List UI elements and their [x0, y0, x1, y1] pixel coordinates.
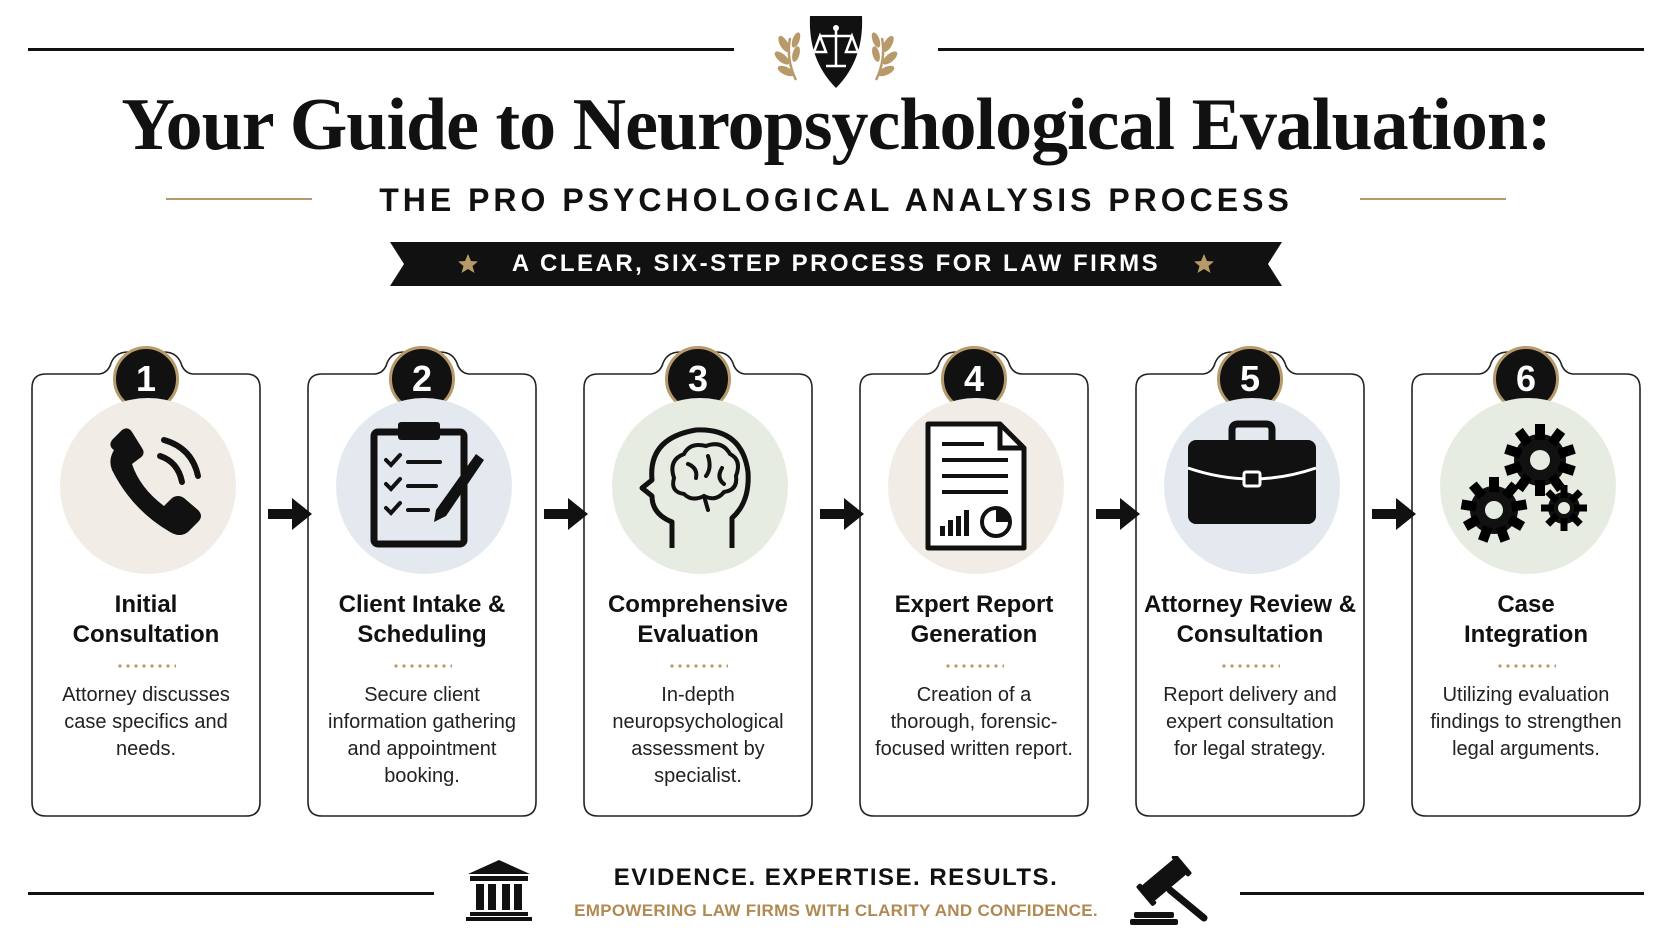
dotted-divider	[1496, 664, 1556, 668]
step-desc-line: expert consultation	[1166, 711, 1334, 733]
subtitle-rule-right	[1360, 198, 1506, 200]
footer-subline: EMPOWERING LAW FIRMS WITH CLARITY AND CO…	[574, 901, 1098, 920]
dotted-divider	[944, 664, 1004, 668]
step-title: Case Integration	[1414, 590, 1638, 650]
step-description: Attorney discusses case specifics and ne…	[38, 682, 254, 763]
step-title-line: Generation	[910, 621, 1038, 648]
step-desc-line: and appointment	[347, 738, 497, 760]
arrow-right-icon	[542, 496, 590, 537]
step-desc-line: specialist.	[654, 765, 742, 787]
step-title-line: Client Intake &	[338, 591, 506, 618]
step-desc-line: focused written report.	[875, 738, 1073, 760]
star-icon	[458, 254, 1214, 273]
step-icon-circle	[1440, 398, 1616, 574]
step-card: 4 Expert Report Generation Creation of a…	[856, 346, 1092, 818]
step-desc-line: In-depth	[661, 684, 735, 706]
step-title-line: Attorney Review &	[1143, 591, 1357, 618]
report-document-icon	[888, 398, 1064, 574]
step-description: Secure client information gathering and …	[314, 682, 530, 790]
step-title: Initial Consultation	[34, 590, 258, 650]
arrow-right-icon	[818, 496, 866, 537]
top-rule-right	[938, 48, 1644, 51]
step-title-line: Consultation	[1176, 621, 1324, 648]
phone-icon	[60, 398, 236, 574]
bottom-rule-left	[28, 892, 434, 895]
step-card: 5 Attorney Review & Consultation Report …	[1132, 346, 1368, 818]
step-description: Utilizing evaluation findings to strengt…	[1418, 682, 1634, 763]
brain-head-icon	[612, 398, 788, 574]
banner-text: A CLEAR, SIX-STEP PROCESS FOR LAW FIRMS	[511, 250, 1161, 277]
step-card: 6 Case Integration Utilizing evaluation …	[1408, 346, 1644, 818]
arrow-right-icon	[266, 496, 314, 537]
step-desc-line: booking.	[384, 765, 460, 787]
step-icon-circle	[60, 398, 236, 574]
step-icon-circle	[612, 398, 788, 574]
step-title: Comprehensive Evaluation	[586, 590, 810, 650]
step-desc-line: Utilizing evaluation	[1442, 684, 1610, 706]
top-rule-left	[28, 48, 734, 51]
page-subtitle: THE PRO PSYCHOLOGICAL ANALYSIS PROCESS	[379, 182, 1293, 218]
step-title-line: Comprehensive	[607, 591, 789, 618]
step-title-line: Case	[1497, 591, 1555, 618]
dotted-divider	[392, 664, 452, 668]
footer-tagline: EVIDENCE. EXPERTISE. RESULTS.	[613, 864, 1059, 891]
step-desc-line: Creation of a	[916, 684, 1032, 706]
step-desc-line: Report delivery and	[1163, 684, 1337, 706]
step-desc-line: case specifics and	[64, 711, 228, 733]
clipboard-checklist-icon	[336, 398, 512, 574]
subtitle-rule-left	[166, 198, 312, 200]
step-desc-line: assessment by	[631, 738, 765, 760]
arrow-right-icon	[1094, 496, 1142, 537]
step-icon-circle	[1164, 398, 1340, 574]
dotted-divider	[1220, 664, 1280, 668]
step-desc-line: needs.	[115, 738, 177, 760]
gavel-icon	[1130, 854, 1210, 926]
step-card: 2 Client Intake & Scheduling Secure clie…	[304, 346, 540, 818]
step-title: Client Intake & Scheduling	[310, 590, 534, 650]
step-title-line: Evaluation	[637, 621, 759, 648]
step-title-line: Initial	[114, 591, 178, 618]
laurel-left-icon	[774, 16, 898, 88]
step-description: Creation of a thorough, forensic- focuse…	[866, 682, 1082, 763]
step-card: 1 Initial Consultation Attorney discusse…	[28, 346, 264, 818]
step-icon-circle	[336, 398, 512, 574]
step-desc-line: Secure client	[364, 684, 480, 706]
step-card: 3 Comprehensive Evaluation In-depth neur…	[580, 346, 816, 818]
step-desc-line: findings to strengthen	[1430, 711, 1622, 733]
gears-icon	[1440, 398, 1616, 574]
crest	[756, 8, 916, 92]
step-title-line: Scheduling	[357, 621, 487, 648]
dotted-divider	[116, 664, 176, 668]
step-desc-line: neuropsychological	[612, 711, 784, 733]
step-desc-line: legal arguments.	[1452, 738, 1600, 760]
step-description: Report delivery and expert consultation …	[1142, 682, 1358, 763]
step-title: Attorney Review & Consultation	[1138, 590, 1362, 650]
step-desc-line: information gathering	[328, 711, 516, 733]
step-title-line: Expert Report	[894, 591, 1054, 618]
briefcase-icon	[1164, 398, 1340, 574]
step-desc-line: Attorney discusses	[62, 684, 230, 706]
arrow-right-icon	[1370, 496, 1418, 537]
step-desc-line: thorough, forensic-	[890, 711, 1058, 733]
step-title-line: Integration	[1464, 621, 1588, 648]
page-title: Your Guide to Neuropsychological Evaluat…	[121, 84, 1551, 166]
step-description: In-depth neuropsychological assessment b…	[590, 682, 806, 790]
step-icon-circle	[888, 398, 1064, 574]
courthouse-icon	[466, 858, 532, 922]
step-title-line: Consultation	[72, 621, 220, 648]
step-desc-line: for legal strategy.	[1174, 738, 1326, 760]
dotted-divider	[668, 664, 728, 668]
step-title: Expert Report Generation	[862, 590, 1086, 650]
bottom-rule-right	[1240, 892, 1644, 895]
process-banner: A CLEAR, SIX-STEP PROCESS FOR LAW FIRMS	[390, 242, 1282, 286]
